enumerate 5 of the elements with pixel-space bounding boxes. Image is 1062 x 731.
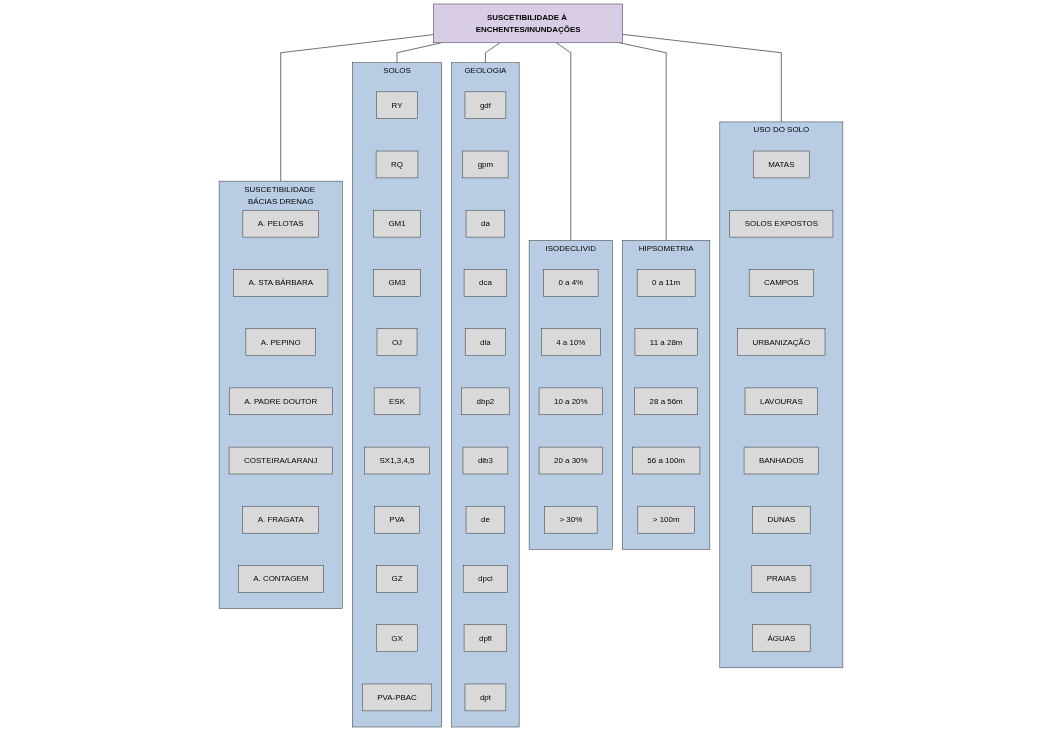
connector	[485, 42, 501, 64]
connector	[280, 34, 434, 182]
connector	[619, 42, 667, 241]
connector	[556, 42, 572, 241]
connector	[622, 34, 782, 123]
